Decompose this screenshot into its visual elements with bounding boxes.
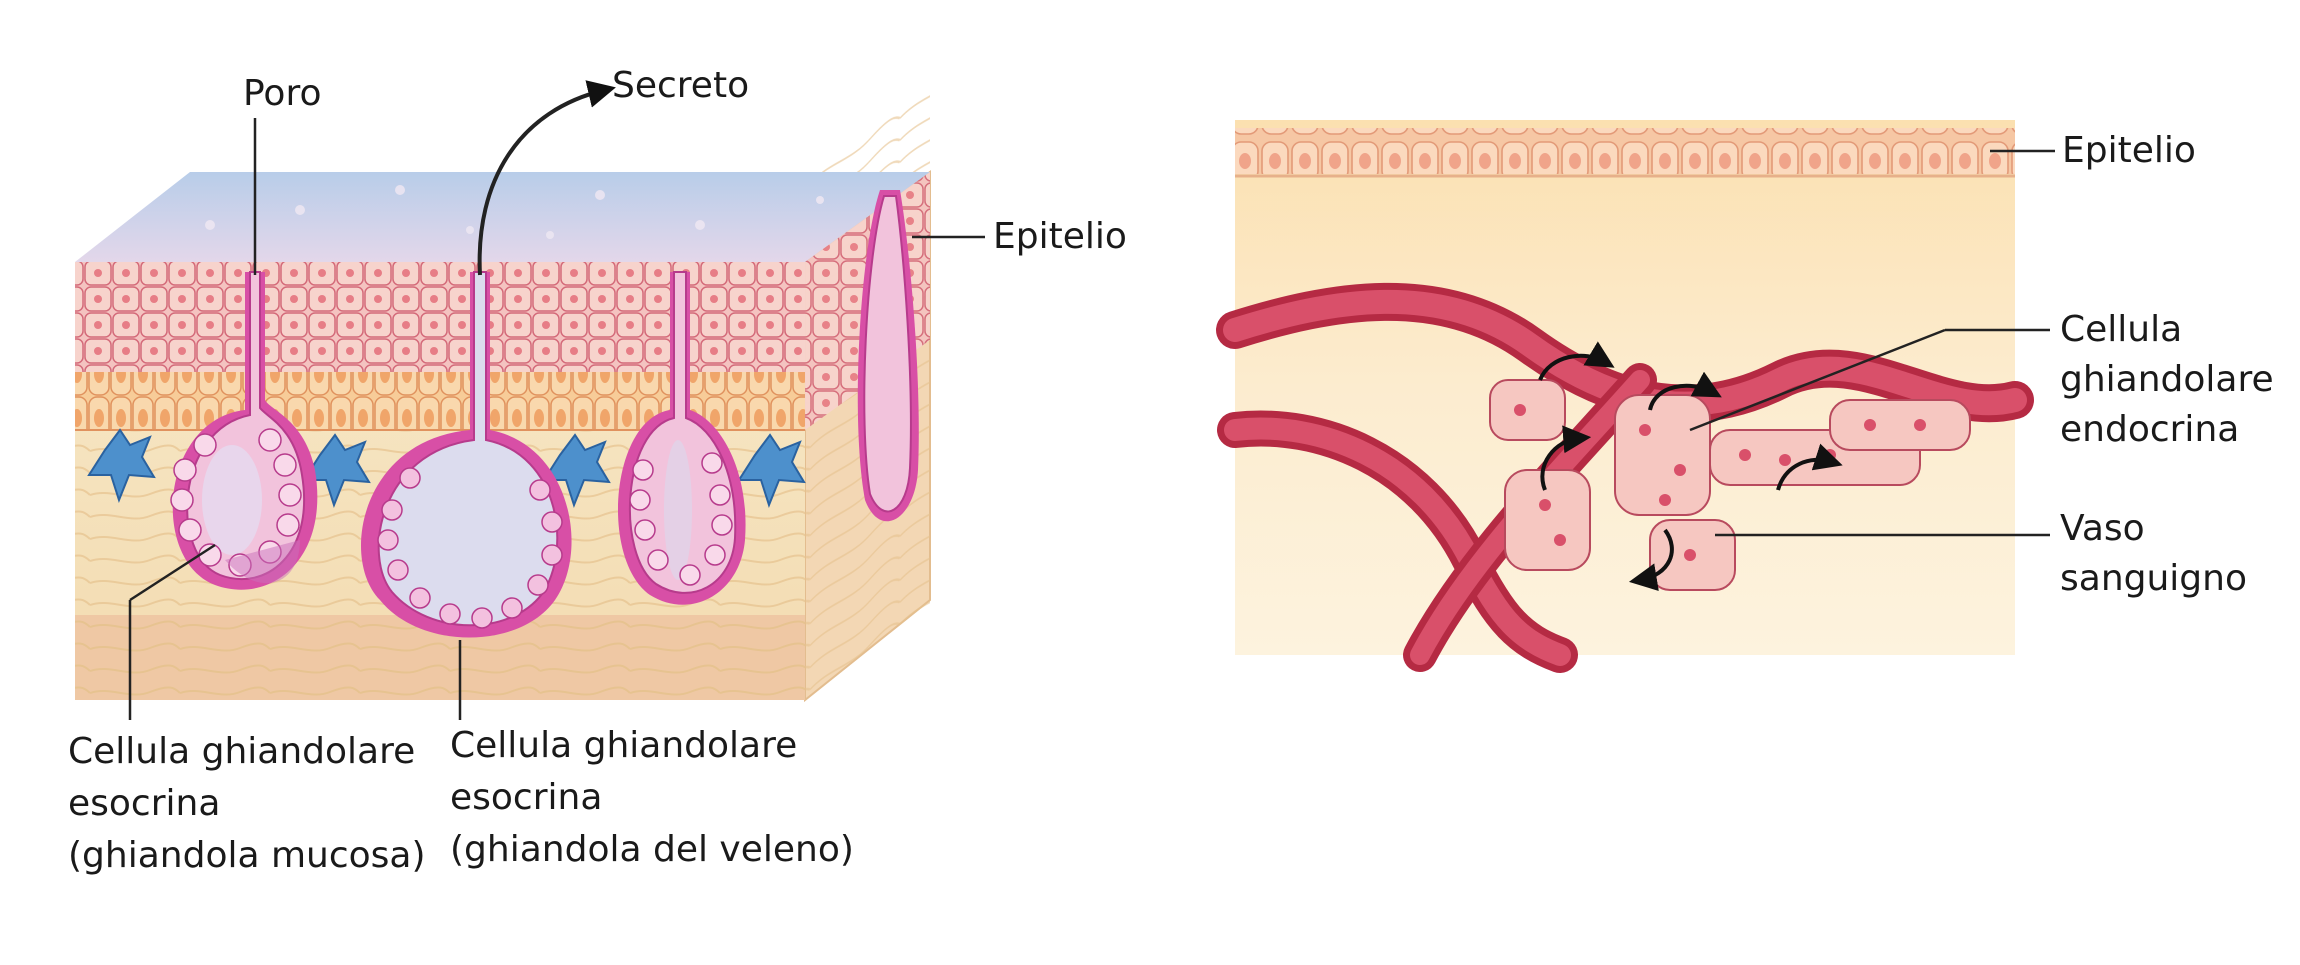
endocrine-panel <box>1216 120 2034 673</box>
secretion-label: Secreto <box>612 65 750 106</box>
venom-gland-label-line3: (ghiandola del veleno) <box>450 829 854 870</box>
tubular-gland <box>617 271 746 605</box>
mucous-leader-tip <box>129 543 216 602</box>
hormone-arrows <box>1538 341 1843 592</box>
blood-vessel-label-line2: sanguigno <box>2060 558 2247 599</box>
secretion-arrow <box>477 80 616 276</box>
epithelium-label-left: Epitelio <box>993 216 1127 257</box>
venom-gland-label-line1: Cellula ghiandolare <box>450 725 798 766</box>
endocrine-cell-label-line1: Cellula <box>2060 309 2183 350</box>
venom-gland-label-line2: esocrina <box>450 777 603 818</box>
exocrine-leaders <box>128 80 985 720</box>
mucous-gland-label-line3: (ghiandola mucosa) <box>68 835 426 876</box>
endocrine-cell-leader <box>1689 328 1946 432</box>
skin-surface <box>75 172 930 262</box>
mucous-gland-label-line2: esocrina <box>68 783 221 824</box>
mucous-gland <box>170 271 318 590</box>
blood-vessel-label-line1: Vaso <box>2060 508 2145 549</box>
endocrine-leaders <box>1689 149 2055 537</box>
side-gland <box>857 190 919 522</box>
exocrine-block <box>75 81 931 703</box>
endocrine-cell-label-line2: ghiandolare <box>2060 359 2274 400</box>
endocrine-epithelium <box>1235 128 2015 174</box>
endocrine-cell-label-line3: endocrina <box>2060 409 2240 450</box>
pore-label: Poro <box>243 73 322 114</box>
venom-gland <box>360 271 572 638</box>
epithelium-label-right: Epitelio <box>2062 130 2196 171</box>
melanocytes <box>87 428 806 508</box>
mucous-gland-label-line1: Cellula ghiandolare <box>68 731 416 772</box>
epithelium-pink-layer <box>75 262 805 372</box>
